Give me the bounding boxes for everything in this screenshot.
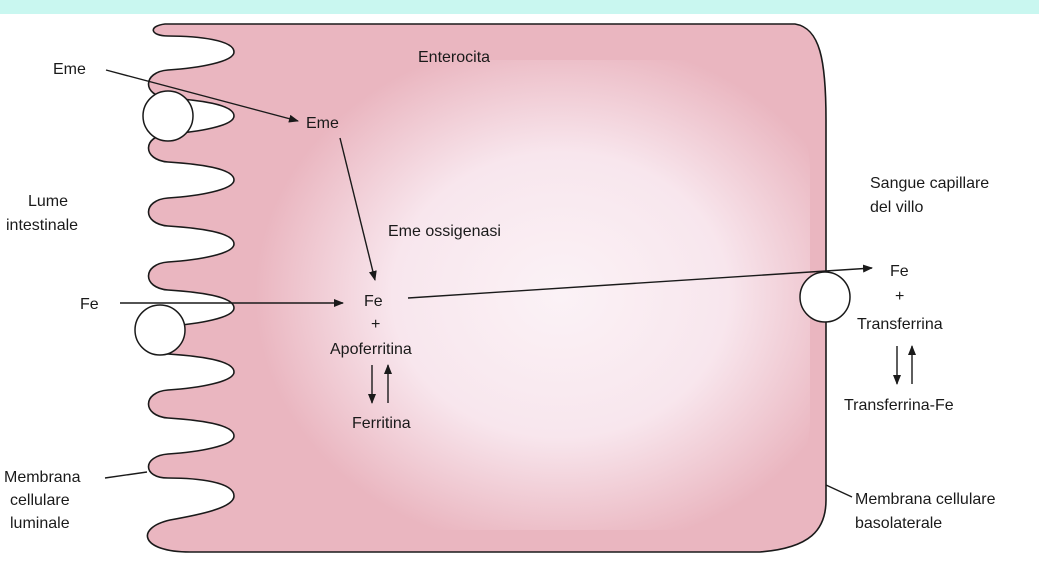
label-membrana-basolaterale-2: basolaterale	[855, 515, 942, 532]
heme-transporter	[143, 91, 193, 141]
label-sangue-2: del villo	[870, 199, 923, 216]
label-membrana-luminale-1: Membrana	[4, 469, 81, 486]
label-plus-blood: +	[895, 288, 904, 305]
iron-transporter-luminal	[135, 305, 185, 355]
label-eme-ossigenasi: Eme ossigenasi	[388, 223, 501, 240]
iron-transporter-basolateral	[800, 272, 850, 322]
label-membrana-basolaterale-1: Membrana cellulare	[855, 491, 996, 508]
label-membrana-luminale-3: luminale	[10, 515, 70, 532]
leader-luminal-membrane	[105, 472, 147, 478]
label-lume-2: intestinale	[6, 217, 78, 234]
label-transferrina-fe: Transferrina-Fe	[844, 397, 954, 414]
leader-basolateral-membrane	[826, 485, 852, 497]
label-plus-cell: +	[371, 316, 380, 333]
label-apoferritina: Apoferritina	[330, 341, 412, 358]
label-ferritina: Ferritina	[352, 415, 411, 432]
label-fe-blood: Fe	[890, 263, 909, 280]
label-fe-cell: Fe	[364, 293, 383, 310]
label-lume-1: Lume	[28, 193, 68, 210]
label-enterocita: Enterocita	[418, 49, 490, 66]
label-sangue-1: Sangue capillare	[870, 175, 989, 192]
label-membrana-luminale-2: cellulare	[10, 492, 70, 509]
label-fe-lumen: Fe	[80, 296, 99, 313]
label-eme-lumen: Eme	[53, 61, 86, 78]
label-eme-cell: Eme	[306, 115, 339, 132]
label-transferrina: Transferrina	[857, 316, 943, 333]
